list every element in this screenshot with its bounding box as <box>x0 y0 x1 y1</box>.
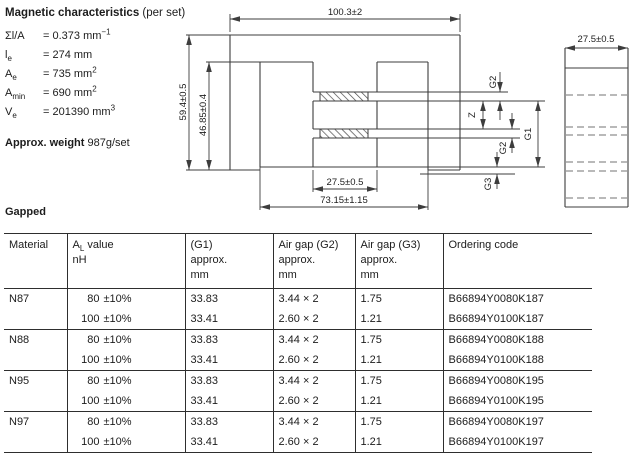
prop-amin: Amin = 690 mm2 <box>5 84 97 102</box>
core-front-outline <box>229 34 461 171</box>
col-header-al: AL value nH <box>66 233 185 289</box>
ordering-code-cell: B66894Y0100K187 <box>442 309 592 330</box>
dimension-arrowheads <box>186 16 628 210</box>
gap-spacer-mid <box>319 128 369 139</box>
section-title-gapped: Gapped <box>5 206 46 218</box>
gap-spacer-top <box>319 91 369 102</box>
ordering-code-cell: B66894Y0100K188 <box>442 350 592 371</box>
dim-height-outer: 59.4±0.5 <box>178 84 189 121</box>
prop-le: le = 274 mm <box>5 49 93 64</box>
ordering-code-cell: B66894Y0080K197 <box>442 411 592 432</box>
table-row: 100±10% 33.41 2.60 × 2 1.21 B66894Y0100K… <box>4 309 592 330</box>
table-row: N87 80±10% 33.83 3.44 × 2 1.75 B66894Y00… <box>4 288 592 309</box>
dim-height-inner: 46.85±0.4 <box>198 94 209 136</box>
core-dimension-drawing: 100.3±2 59.4±0.5 46.85±0.4 27.5±0.5 73.1… <box>178 7 629 210</box>
prop-sigma-la: Σl/A = 0.373 mm−1 <box>5 27 111 42</box>
table-row: 100±10% 33.41 2.60 × 2 1.21 B66894Y0100K… <box>4 432 592 453</box>
ordering-code-cell: B66894Y0080K187 <box>442 288 592 309</box>
label-g1: G1 <box>523 128 534 141</box>
table-row: 100±10% 33.41 2.60 × 2 1.21 B66894Y0100K… <box>4 350 592 371</box>
dim-side-width: 27.5±0.5 <box>578 34 615 45</box>
ordering-code-cell: B66894Y0100K197 <box>442 432 592 453</box>
ordering-code-cell: B66894Y0080K195 <box>442 370 592 391</box>
magnetic-characteristics: Magnetic characteristics (per set) Σl/A … <box>5 4 185 153</box>
label-g2-top: G2 <box>488 76 499 89</box>
col-header-g3: Air gap (G3)approx.mm <box>354 233 443 289</box>
col-header-ordering-code: Ordering code <box>442 233 592 289</box>
table-row: N95 80±10% 33.83 3.44 × 2 1.75 B66894Y00… <box>4 370 592 391</box>
table-header-row: Material AL value nH (G1)approx.mm Air g… <box>4 233 592 289</box>
table-row: N88 80±10% 33.83 3.44 × 2 1.75 B66894Y00… <box>4 329 592 350</box>
table-row: N97 80±10% 33.83 3.44 × 2 1.75 B66894Y00… <box>4 411 592 432</box>
material-cell: N88 <box>4 329 67 350</box>
label-g3: G3 <box>483 178 494 191</box>
gap-lines <box>313 91 545 175</box>
col-header-material: Material <box>9 239 49 251</box>
core-side-outline <box>564 48 629 208</box>
approx-weight: Approx. weight 987g/set <box>5 137 130 149</box>
label-z: Z <box>467 112 478 118</box>
col-header-g2: Air gap (G2)approx.mm <box>272 233 355 289</box>
dim-window-span: 73.15±1.15 <box>320 195 367 206</box>
prop-ae: Ae = 735 mm2 <box>5 65 97 83</box>
label-g2-mid: G2 <box>498 142 509 155</box>
material-cell: N95 <box>4 370 67 391</box>
dim-center-leg: 27.5±0.5 <box>327 177 364 188</box>
magnetic-title: Magnetic characteristics (per set) <box>5 7 186 19</box>
ordering-code-cell: B66894Y0100K195 <box>442 391 592 412</box>
core-side-gap-dashed <box>566 94 627 199</box>
dimension-lines <box>186 14 628 210</box>
gapped-table: Material AL value nH (G1)approx.mm Air g… <box>4 233 592 453</box>
material-cell: N87 <box>4 288 67 309</box>
col-header-g1: (G1)approx.mm <box>184 233 273 289</box>
table-row: 100±10% 33.41 2.60 × 2 1.21 B66894Y0100K… <box>4 391 592 412</box>
material-cell: N97 <box>4 411 67 432</box>
dim-overall-width: 100.3±2 <box>328 7 362 18</box>
ordering-code-cell: B66894Y0080K188 <box>442 329 592 350</box>
prop-ve: Ve = 201390 mm3 <box>5 103 116 121</box>
